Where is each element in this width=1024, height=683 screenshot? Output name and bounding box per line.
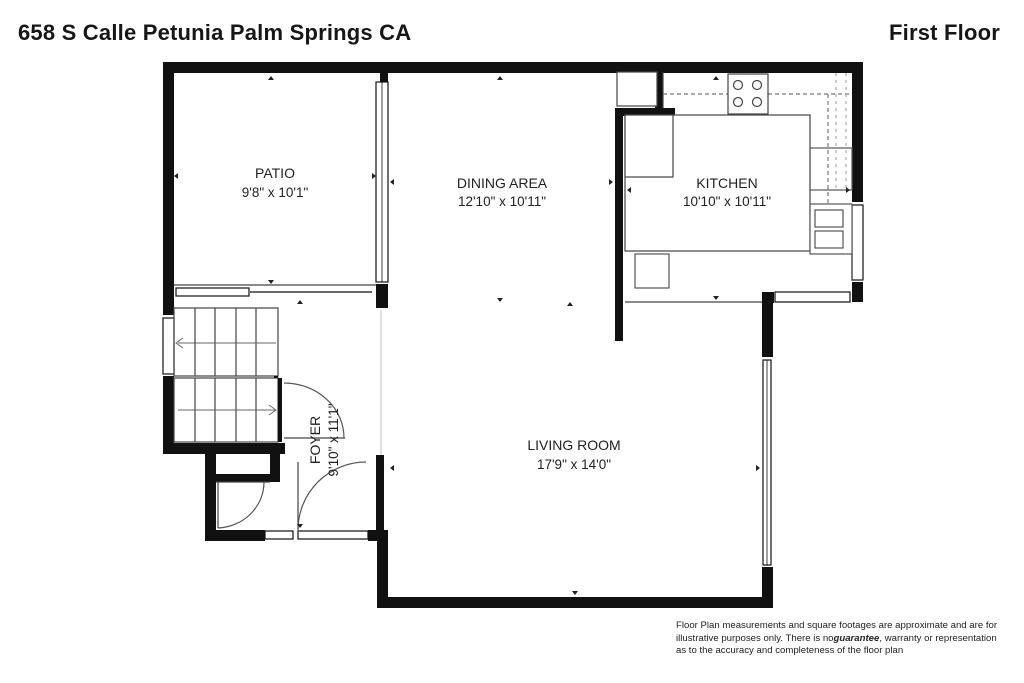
wall-living-right-lower — [762, 567, 773, 608]
wall-pantry-right — [655, 72, 663, 108]
window-stairs — [162, 317, 175, 375]
wall-kitchen-left-fixed — [615, 108, 623, 341]
wall-right-upper — [852, 62, 863, 202]
window-kitchen-bottom — [774, 291, 851, 303]
window-kitchen-right — [851, 204, 864, 281]
wall-kitchen-fridge-top — [615, 108, 675, 116]
exterior-walls — [163, 62, 863, 608]
wall-top — [163, 62, 863, 73]
window-foyer-left — [264, 530, 294, 540]
wall-closet-left — [205, 443, 216, 541]
room-name-kitchen: KITCHEN — [696, 175, 757, 191]
wall-closet-top — [216, 474, 280, 482]
room-dims-patio: 9'8" x 10'1" — [242, 185, 309, 200]
room-name-foyer: FOYER — [307, 416, 323, 464]
cooktop — [727, 73, 769, 115]
window-patio-bottom — [175, 287, 250, 297]
wall-foyer-bottom-right — [368, 530, 384, 541]
room-name-dining-area: DINING AREA — [457, 175, 548, 191]
island-sink — [634, 253, 670, 289]
wall-closet-right — [270, 448, 280, 482]
wall-patio-corner — [376, 284, 388, 308]
wall-left-upper — [163, 62, 174, 315]
room-labels: PATIO 9'8" x 10'1" DINING AREA 12'10" x … — [242, 165, 771, 477]
disclaimer-line-2: illustrative purposes only. There is nog… — [676, 632, 997, 644]
wall-left-stairs — [163, 376, 174, 454]
disclaimer-guarantee: guarantee — [833, 632, 880, 644]
floor-label: First Floor — [889, 20, 1000, 45]
wall-living-right-upper — [762, 292, 773, 357]
interior-lines — [173, 71, 853, 531]
room-name-patio: PATIO — [255, 165, 295, 181]
property-address: 658 S Calle Petunia Palm Springs CA — [18, 20, 412, 45]
room-name-living-room: LIVING ROOM — [527, 437, 620, 453]
wall-living-bottom — [377, 597, 773, 608]
disclaimer-line-3: as to the accuracy and completeness of t… — [676, 645, 904, 656]
room-dims-dining-area: 12'10" x 10'11" — [458, 194, 546, 209]
window-foyer-right — [297, 530, 369, 540]
pantry — [616, 71, 658, 107]
disclaimer-line-1: Floor Plan measurements and square foota… — [676, 620, 998, 631]
wall-stairs-bottom — [163, 443, 285, 454]
stairs-upper — [173, 307, 279, 377]
wall-right-lower — [852, 282, 863, 302]
room-dims-foyer: 9'10" x 11'1" — [326, 403, 341, 476]
fridge — [624, 114, 674, 178]
wall-foyer-right — [376, 455, 384, 535]
disclaimer-text: Floor Plan measurements and square foota… — [676, 620, 1016, 658]
dimension-arrows — [174, 76, 850, 595]
wall-living-left — [377, 530, 388, 608]
wall-foyer-bottom-left — [205, 530, 265, 541]
windows — [162, 81, 864, 566]
room-dims-living-room: 17'9" x 14'0" — [537, 457, 611, 472]
room-dims-kitchen: 10'10" x 10'11" — [683, 194, 771, 209]
wall-dining-post — [380, 70, 388, 82]
wall-kitchen-bottom-left — [762, 292, 774, 303]
